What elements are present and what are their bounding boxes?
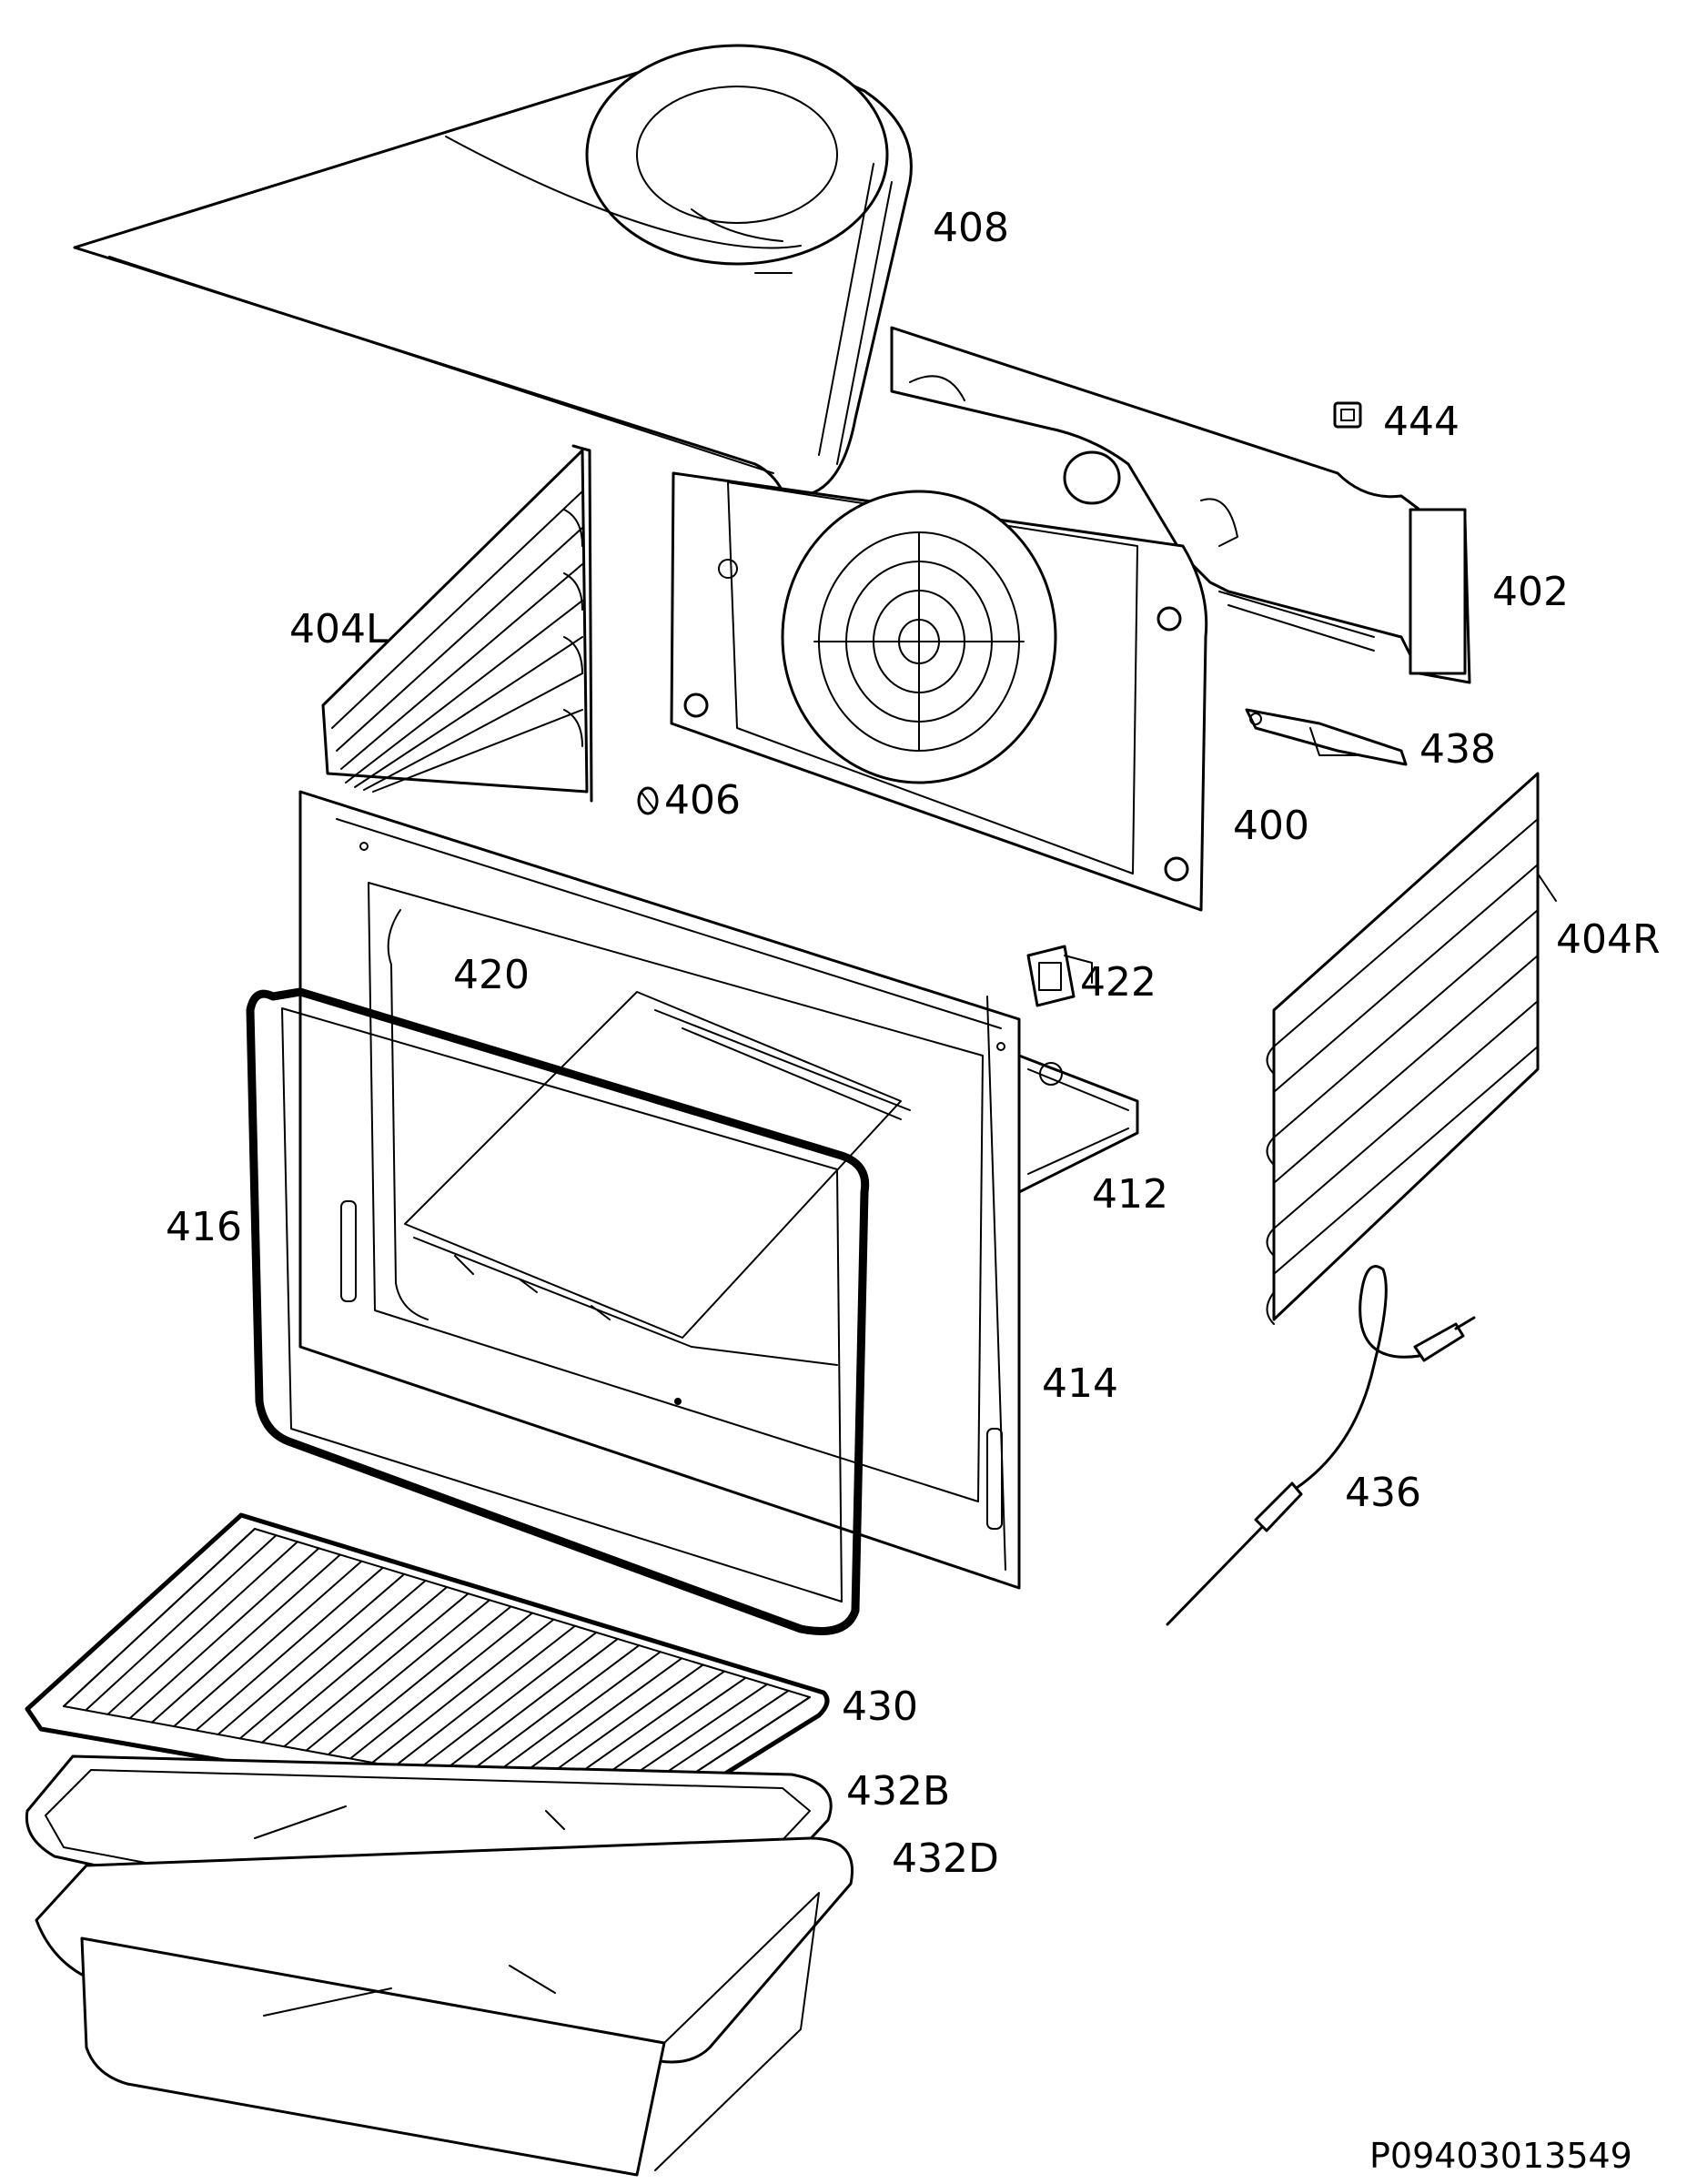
shelf-wire [150, 1553, 341, 1724]
part-400-rear-panel [670, 471, 1208, 912]
part-404L-left-rail [321, 444, 593, 803]
label-402: 402 [1492, 569, 1569, 615]
label-416: 416 [166, 1204, 242, 1250]
drawing-code: P09403013549 [1369, 2136, 1632, 2176]
label-404R: 404R [1556, 916, 1661, 963]
shelf-wire [283, 1592, 470, 1748]
shelf-wire [173, 1560, 363, 1728]
part-408-top-duct [73, 44, 913, 498]
shelf-wire [415, 1631, 598, 1772]
shelf-wire [327, 1605, 512, 1756]
shelf-wire [305, 1599, 491, 1752]
part-444-clip [1333, 401, 1362, 429]
shelf-wire [217, 1572, 406, 1735]
part-402-bracket-panel [890, 326, 1471, 684]
label-436: 436 [1345, 1470, 1421, 1516]
label-432B: 432B [846, 1768, 950, 1815]
part-436-meat-probe [1166, 1265, 1476, 1626]
part-406-screw [637, 786, 659, 815]
label-406: 406 [664, 777, 741, 824]
label-414: 414 [1042, 1360, 1118, 1407]
part-430-wire-shelf [25, 1512, 830, 1832]
shelf-wire [437, 1637, 619, 1776]
label-408: 408 [933, 205, 1009, 251]
label-432D: 432D [892, 1835, 999, 1882]
shelf-wire [393, 1624, 576, 1768]
label-430: 430 [842, 1684, 918, 1730]
shelf-wire [195, 1566, 384, 1732]
part-432D-deep-tray [35, 1836, 854, 2177]
shelf-wire [85, 1534, 278, 1712]
part-414-front-frame [298, 790, 1021, 1590]
part-438-bracket [1245, 708, 1408, 766]
label-412: 412 [1092, 1171, 1168, 1218]
shelf-wire [371, 1618, 555, 1764]
label-438: 438 [1419, 726, 1496, 773]
shelf-wire [460, 1644, 641, 1780]
shelf-wire [261, 1586, 449, 1744]
label-422: 422 [1080, 959, 1157, 1006]
part-422-lamp-holder [1026, 945, 1093, 1007]
shelf-wire [128, 1547, 320, 1720]
label-400: 400 [1233, 803, 1309, 849]
part-416-door-seal [246, 987, 870, 1635]
label-420: 420 [453, 952, 530, 998]
shelf-wire [503, 1657, 683, 1788]
part-404R-right-rail [1266, 772, 1557, 1325]
shelf-wire [481, 1651, 662, 1785]
shelf-wire [63, 1528, 256, 1707]
shelf-wire [349, 1612, 533, 1760]
label-404L: 404L [289, 606, 389, 652]
label-444: 444 [1383, 399, 1460, 445]
shelf-wire [106, 1541, 298, 1715]
shelf-wire [238, 1579, 427, 1740]
